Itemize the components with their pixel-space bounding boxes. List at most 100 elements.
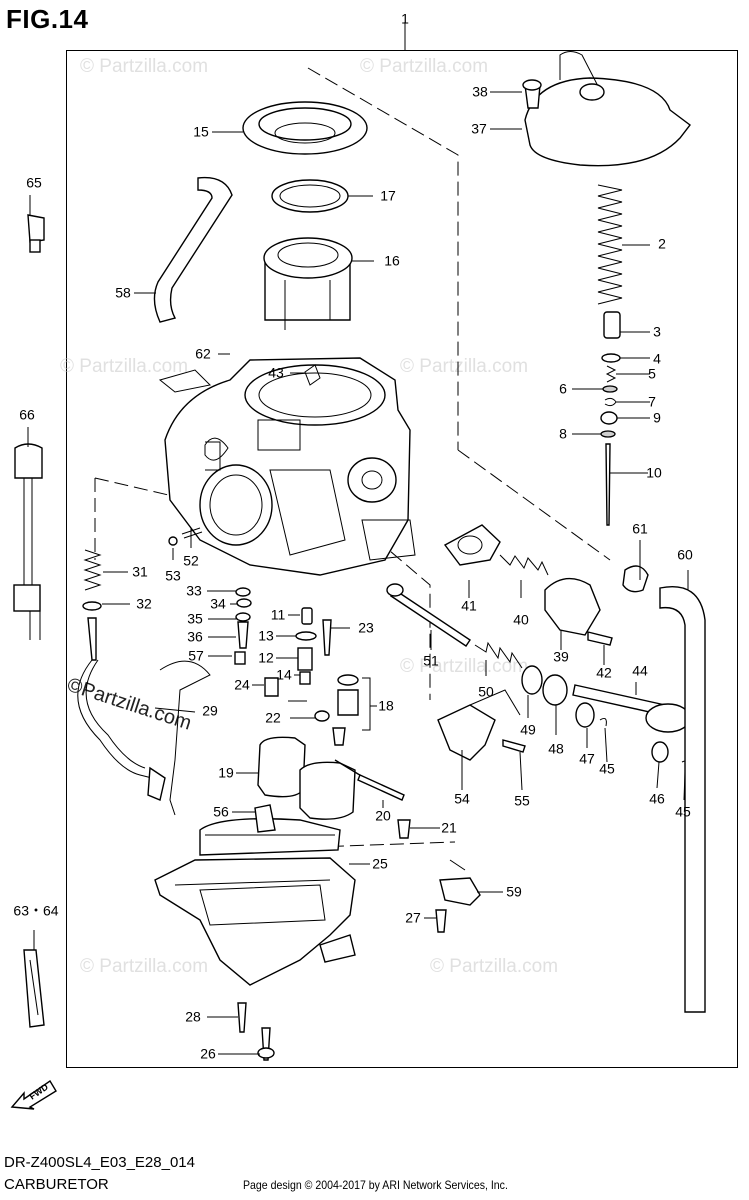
diagram-code: DR-Z400SL4_E03_E28_014: [4, 1154, 195, 1171]
callout-35: 35: [187, 611, 203, 627]
callout-10: 10: [646, 465, 662, 481]
lever-part-54: [437, 689, 521, 761]
sensor-part-65: [27, 214, 45, 253]
callout-11: 11: [271, 607, 286, 623]
carburetor-body: [158, 357, 416, 576]
callout-22: 22: [265, 710, 281, 726]
callout-45: 45: [675, 804, 691, 820]
hose-part-60: [659, 586, 706, 1013]
watermark: © Partzilla.com: [80, 56, 208, 77]
ball-part-53: [168, 536, 178, 546]
callout-34: 34: [210, 596, 226, 612]
watermark-large: ©Partzilla.com: [64, 674, 194, 735]
callout-2: 2: [658, 236, 666, 252]
callout-14: 14: [276, 667, 292, 683]
callout-17: 17: [380, 188, 396, 204]
callout-62: 62: [195, 346, 211, 362]
callout-19: 19: [218, 765, 234, 781]
shaft-part-44: [572, 684, 691, 733]
callout-57: 57: [188, 648, 204, 664]
watermark: © Partzilla.com: [400, 356, 528, 377]
bracket-part-59: [439, 859, 481, 906]
screw-part-42: [587, 631, 613, 646]
callout-45: 45: [599, 761, 615, 777]
callout-9: 9: [653, 410, 661, 426]
callout-66: 66: [19, 407, 35, 423]
callout-1: 1: [401, 11, 409, 27]
washer-parts-46-48: [542, 674, 689, 771]
callout-56: 56: [213, 804, 229, 820]
callout-38: 38: [472, 84, 488, 100]
callout-layer: 1234567891011121314151617181920212223242…: [13, 11, 693, 1062]
spring-part-31: [83, 549, 102, 591]
callout-41: 41: [461, 598, 477, 614]
callout-12: 12: [258, 650, 274, 666]
callout-58: 58: [115, 285, 131, 301]
callout-55: 55: [514, 793, 530, 809]
connector-part-66: [13, 443, 43, 640]
spring-part-40: [499, 554, 549, 576]
clamp-part-61: [622, 565, 649, 593]
piston-part-16: [263, 237, 353, 330]
callout-46: 46: [649, 791, 665, 807]
page-credit: Page design © 2004-2017 by ARI Network S…: [243, 1178, 508, 1192]
callout-39: 39: [553, 649, 569, 665]
callout-27: 27: [405, 910, 421, 926]
bolt-parts: [237, 819, 447, 1061]
diagram-subtitle: CARBURETOR: [4, 1176, 109, 1193]
callout-29: 29: [202, 703, 218, 719]
callout-33: 33: [186, 583, 202, 599]
callout-21: 21: [441, 820, 457, 836]
callout-50: 50: [478, 684, 494, 700]
spring-part-50: [474, 641, 523, 669]
callout-44: 44: [632, 663, 648, 679]
callout-59: 59: [506, 884, 522, 900]
callout-43: 43: [268, 365, 284, 381]
callout-52: 52: [183, 553, 199, 569]
rod-part-51: [386, 583, 471, 647]
watermark: © Partzilla.com: [360, 56, 488, 77]
callout-7: 7: [648, 394, 656, 410]
callout-26: 26: [200, 1046, 216, 1062]
callout-28: 28: [185, 1009, 201, 1025]
screw-part-55: [502, 739, 526, 753]
callout-40: 40: [513, 612, 529, 628]
washer-part-32: [82, 601, 102, 611]
callout-47: 47: [579, 751, 595, 767]
hose-part-58: [153, 176, 233, 323]
callout-32: 32: [136, 596, 152, 612]
fwd-arrow-icon: FWD: [10, 1079, 57, 1110]
callout-20: 20: [375, 808, 391, 824]
callout-15: 15: [193, 124, 209, 140]
leader-lines: [27, 91, 689, 1055]
float-part-19: [257, 736, 369, 820]
cable-part-29: [77, 617, 211, 816]
callout-3: 3: [653, 324, 661, 340]
diaphragm-part-41: [443, 524, 501, 566]
callout-31: 31: [132, 564, 148, 580]
diagram-frame: [66, 50, 738, 1068]
figure-title: FIG.14: [6, 4, 89, 34]
callout-6: 6: [559, 381, 567, 397]
spring-part-2: [597, 184, 623, 305]
screw-part-38: [522, 79, 542, 109]
valve-part-18: [332, 674, 359, 746]
ring-part-17: [271, 179, 349, 213]
callout-42: 42: [596, 665, 612, 681]
callout-54: 54: [454, 791, 470, 807]
callout-36: 36: [187, 629, 203, 645]
callout-25: 25: [372, 856, 388, 872]
jet-parts: [234, 587, 332, 722]
watermark: © Partzilla.com: [430, 956, 558, 977]
callout-37: 37: [471, 121, 487, 137]
cover-part-39: [544, 577, 601, 636]
pin-part-20: [357, 774, 405, 801]
callout-24: 24: [234, 677, 250, 693]
callout-5: 5: [648, 366, 656, 382]
callout-63-64: 63・64: [13, 903, 58, 919]
callout-18: 18: [378, 698, 394, 714]
callout-4: 4: [653, 351, 661, 367]
callout-49: 49: [520, 722, 536, 738]
callout-23: 23: [358, 620, 374, 636]
